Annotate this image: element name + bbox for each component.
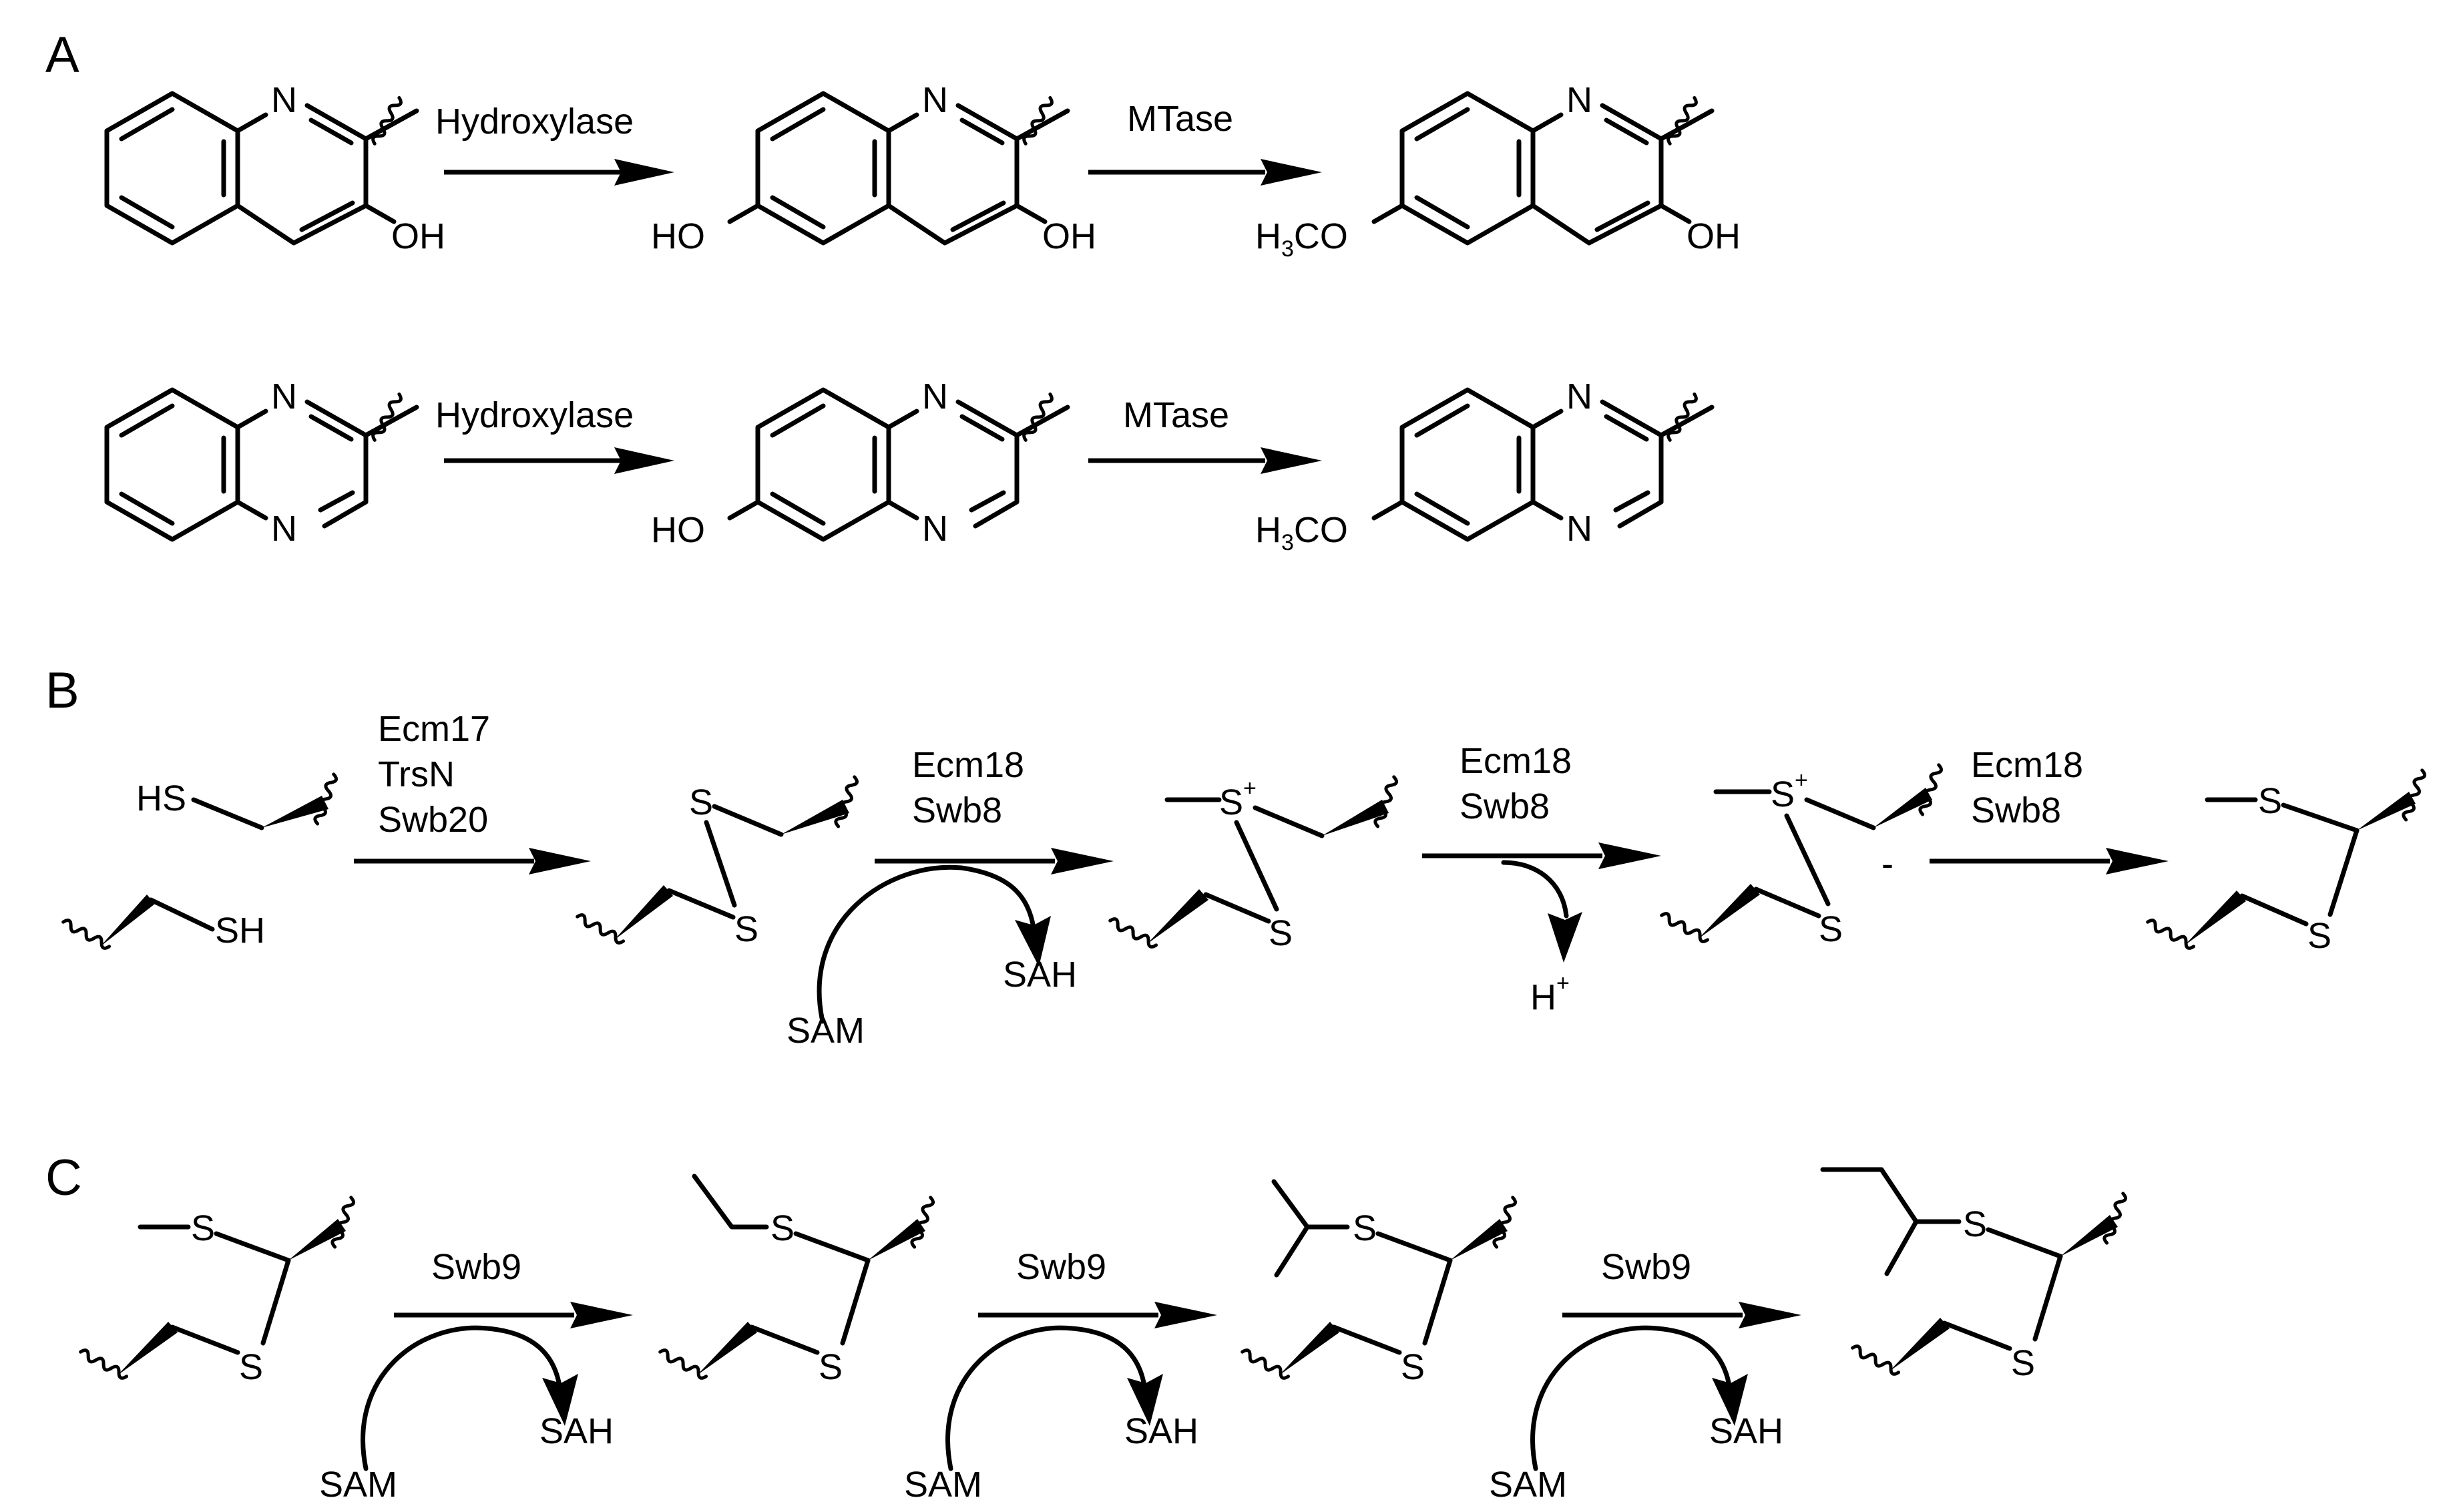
atom-s: S — [1819, 909, 1843, 949]
atom-n: N — [1566, 509, 1592, 549]
ylide-minus: - — [1881, 844, 1893, 884]
methoxyquinoxaline: N N H3CO — [1255, 376, 1715, 555]
enzyme-label-hydroxylase: Hydroxylase — [435, 101, 634, 142]
atom-s: S — [689, 782, 713, 822]
methoxy-label: H3CO — [1255, 510, 1348, 555]
atom-s: S — [239, 1347, 263, 1387]
methyl-thioacetal: S S — [79, 1196, 355, 1387]
enzyme-label-ecm18: Ecm18 — [1460, 741, 1572, 781]
thioacetal-product: S S — [2146, 769, 2426, 956]
cofactor-sah: SAH — [1124, 1411, 1198, 1451]
arrow-swb9-step2: Swb9 SAM SAH — [904, 1247, 1217, 1505]
atom-s: S — [770, 1208, 795, 1248]
cofactor-sam: SAM — [904, 1465, 982, 1505]
atom-ho: HO — [651, 510, 705, 550]
enzyme-label-ecm17: Ecm17 — [378, 709, 490, 749]
atom-hs: HS — [136, 778, 186, 818]
sulfonium-ylide: S+ - S — [1660, 764, 1943, 949]
atom-n: N — [271, 376, 297, 417]
enzyme-label-hydroxylase: Hydroxylase — [435, 395, 634, 435]
atom-s-plus: S+ — [1771, 768, 1808, 814]
arrow-hydroxylase-row1: Hydroxylase — [435, 101, 674, 186]
atom-s: S — [2011, 1343, 2035, 1383]
enzyme-label-swb20: Swb20 — [378, 800, 488, 840]
atom-s: S — [2307, 916, 2331, 956]
atom-s: S — [2258, 781, 2282, 821]
panel-label-a: A — [45, 27, 79, 83]
enzyme-label-swb8: Swb8 — [1971, 790, 2061, 830]
enzyme-label-mtase: MTase — [1127, 99, 1233, 139]
atom-oh: OH — [1687, 216, 1741, 256]
atom-oh: OH — [391, 216, 445, 256]
enzyme-label-swb9: Swb9 — [1601, 1247, 1691, 1287]
enzyme-label-mtase: MTase — [1123, 395, 1229, 435]
atom-n: N — [922, 509, 948, 549]
arrow-disulfide-formation: Ecm17 TrsN Swb20 — [354, 709, 591, 874]
panel-label-b: B — [45, 662, 79, 719]
quinoline-substrate: N OH — [104, 80, 445, 256]
atom-s-plus: S+ — [1219, 776, 1257, 822]
cofactor-sah: SAH — [1003, 955, 1077, 995]
enzyme-label-swb9: Swb9 — [1016, 1247, 1106, 1287]
atom-ho: HO — [651, 216, 705, 256]
ethyl-thioacetal: S S — [658, 1174, 935, 1387]
enzyme-label-trsn: TrsN — [378, 754, 455, 794]
cofactor-sah: SAH — [1709, 1411, 1783, 1451]
arrow-deprotonation: Ecm18 Swb8 H+ — [1422, 741, 1661, 1017]
quinoxaline-substrate: N N — [104, 376, 419, 549]
atom-s: S — [1269, 913, 1293, 953]
enzyme-label-swb8: Swb8 — [912, 790, 1002, 830]
enzyme-label-swb8: Swb8 — [1460, 786, 1550, 826]
cofactor-sam: SAM — [787, 1011, 865, 1051]
arrow-hydroxylase-row2: Hydroxylase — [435, 395, 674, 474]
enzyme-label-ecm18: Ecm18 — [912, 745, 1024, 785]
cofactor-sam: SAM — [319, 1465, 397, 1505]
enzyme-label-swb9: Swb9 — [431, 1247, 521, 1287]
atom-s: S — [191, 1208, 215, 1248]
cofactor-proton: H+ — [1530, 971, 1570, 1017]
panel-label-c: C — [45, 1150, 82, 1206]
sec-butyl-thioacetal: S S — [1820, 1167, 2127, 1383]
atom-s: S — [819, 1347, 843, 1387]
arrow-methylation-1: Ecm18 Swb8 SAM SAH — [787, 745, 1114, 1051]
enzyme-label-ecm18: Ecm18 — [1971, 745, 2083, 785]
methoxyquinoline: N OH H3CO — [1255, 80, 1741, 262]
atom-n: N — [271, 80, 297, 120]
hydroxyquinoxaline: N N HO — [651, 376, 1070, 550]
atom-n: N — [1566, 80, 1592, 120]
atom-n: N — [922, 80, 948, 120]
atom-sh: SH — [215, 911, 265, 951]
sulfonium-intermediate: S+ S — [1108, 776, 1398, 953]
methoxy-label: H3CO — [1255, 216, 1348, 262]
atom-n: N — [1566, 376, 1592, 417]
atom-n: N — [922, 376, 948, 417]
disulfide-intermediate: S S — [576, 776, 859, 949]
isopropyl-thioacetal: S S — [1241, 1179, 1517, 1387]
cofactor-sam: SAM — [1489, 1465, 1567, 1505]
atom-n: N — [271, 509, 297, 549]
arrow-rearrangement: Ecm18 Swb8 — [1930, 745, 2169, 874]
cofactor-sah: SAH — [539, 1411, 614, 1451]
atom-s: S — [734, 909, 758, 949]
arrow-swb9-step3: Swb9 SAM SAH — [1489, 1247, 1801, 1505]
arrow-mtase-row1: MTase — [1088, 99, 1322, 186]
dithiol-substrate: HS SH — [61, 773, 338, 951]
atom-s: S — [1401, 1347, 1425, 1387]
atom-s: S — [1963, 1204, 1987, 1244]
arrow-mtase-row2: MTase — [1088, 395, 1322, 474]
dihydroxyquinoline: N OH HO — [651, 80, 1096, 256]
atom-oh: OH — [1042, 216, 1096, 256]
atom-s: S — [1353, 1208, 1377, 1248]
arrow-swb9-step1: Swb9 SAM SAH — [319, 1247, 633, 1505]
